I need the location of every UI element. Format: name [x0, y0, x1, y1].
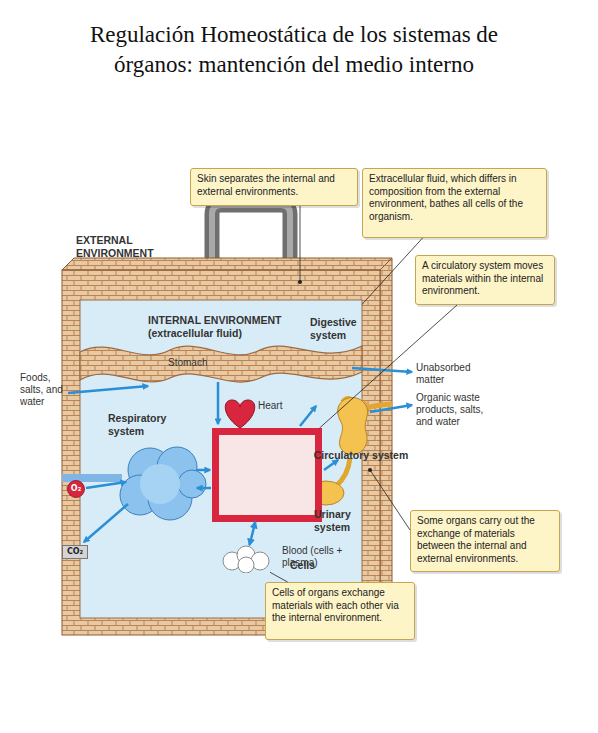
oxygen-circle: O₂ [67, 480, 85, 498]
node-text: A circulatory system moves materials wit… [422, 260, 548, 298]
organ-label: Urinary system [314, 508, 366, 533]
leader-line [362, 238, 423, 304]
flow-arrow [300, 406, 316, 426]
output-label: Unabsorbed matter [416, 362, 486, 386]
leader-line [300, 206, 301, 282]
kidney [338, 397, 368, 454]
urinary-outlet [366, 404, 392, 408]
ureter [336, 458, 350, 486]
circle-outline [68, 481, 85, 498]
input-label: Foods, salts, and water [20, 372, 68, 408]
cell-blob [222, 545, 270, 573]
node-text: Some organs carry out the exchange of ma… [417, 515, 553, 565]
flow-arrow [324, 460, 338, 470]
flow-arrow [196, 469, 210, 472]
lung-lobe [178, 470, 206, 498]
callout-box: Cells of organs exchange materials with … [265, 582, 415, 640]
heart [225, 400, 254, 428]
flow-arrow [197, 487, 211, 490]
node-text: INTERNAL ENVIRONMENT (extracellular flui… [148, 314, 296, 339]
trachea [62, 474, 122, 482]
node-text: Extracellular fluid, which differs in co… [369, 173, 540, 223]
leader-dot [298, 280, 302, 284]
organ-label: Digestive system [310, 316, 366, 341]
callout-box: Extracellular fluid, which differs in co… [362, 168, 547, 238]
output-label: Organic waste products, salts, and water [416, 392, 494, 428]
node-text: Cells [290, 559, 438, 572]
leader-line [270, 572, 288, 582]
callout-box: Some organs carry out the exchange of ma… [410, 510, 560, 572]
flow-arrow [370, 405, 412, 412]
handle [212, 205, 290, 266]
leader-line [370, 470, 410, 530]
organ-label: Stomach [168, 357, 228, 369]
title: Regulación Homeostática de los sistemas … [59, 20, 529, 80]
skin-side [380, 258, 392, 635]
flow-arrow [84, 504, 128, 542]
blood-flow-arrow [250, 522, 256, 545]
carbon-dioxide-box: CO₂ [62, 545, 88, 559]
internal-environment: INTERNAL ENVIRONMENT (extracellular flui… [80, 300, 362, 618]
organ-label: Heart [258, 400, 298, 412]
flow-arrow [352, 368, 412, 372]
skin-top [62, 258, 392, 270]
digestive-tube [80, 346, 362, 382]
cell-blob [238, 557, 254, 573]
title-box: Regulación Homeostática de los sistemas … [59, 20, 529, 80]
node-text: Cells of organs exchange materials with … [272, 587, 408, 625]
node-text: O₂ [71, 485, 81, 493]
circulatory-box: Circulatory system [212, 428, 322, 522]
lung-highlight [140, 464, 180, 504]
callout-box: A circulatory system moves materials wit… [415, 255, 555, 305]
node-text: Circulatory system [287, 449, 435, 462]
flow-arrow [68, 386, 148, 393]
cell-cluster: Cells [222, 545, 270, 573]
leader-dot [368, 468, 372, 472]
flow-arrow [86, 482, 126, 488]
region-label: EXTERNAL ENVIRONMENT [76, 234, 168, 259]
node-text: CO₂ [67, 548, 83, 556]
leader-line [320, 305, 458, 428]
callout-box: Skin separates the internal and external… [190, 168, 358, 206]
flow-arrow [217, 382, 220, 424]
handle-highlight [212, 205, 290, 266]
node-text: Skin separates the internal and external… [197, 173, 351, 198]
organ-label: Respiratory system [108, 412, 176, 437]
